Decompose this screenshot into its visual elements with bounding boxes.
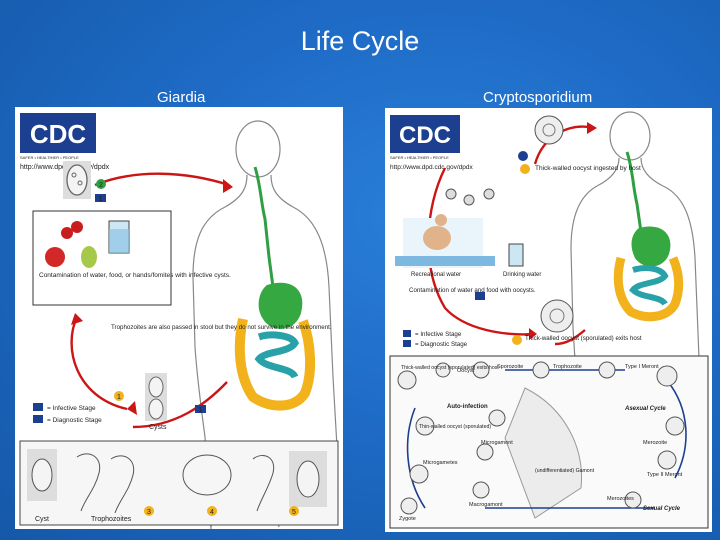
svg-text:4: 4 (210, 509, 214, 516)
stool-cysts-image: Cysts (145, 373, 167, 431)
svg-text:CDC: CDC (399, 122, 451, 149)
cdc-logo: CDC (390, 115, 460, 153)
svg-text:Recreational water: Recreational water (411, 272, 461, 278)
svg-text:Microgamont: Microgamont (481, 440, 513, 446)
trophozoites-note: Trophozoites are also passed in stool bu… (111, 324, 332, 331)
svg-text:5: 5 (292, 509, 296, 516)
digestive-tract (613, 151, 684, 322)
svg-text:Microgametes: Microgametes (423, 460, 458, 466)
trophozoite-strip: 3 4 5 Cyst Trophozoites (19, 440, 339, 526)
svg-text:Oocyst: Oocyst (457, 368, 475, 374)
svg-text:Sexual Cycle: Sexual Cycle (643, 506, 681, 512)
contamination-box: Contamination of water, food, or hands/f… (32, 210, 231, 306)
cyst-image (63, 161, 91, 199)
svg-text:= Diagnostic Stage: = Diagnostic Stage (415, 341, 468, 348)
svg-text:Cyst: Cyst (35, 516, 49, 523)
cdc-tagline: SAFER • HEALTHIER • PEOPLE (20, 155, 79, 160)
svg-text:Auto-infection: Auto-infection (447, 404, 488, 410)
cryptosporidium-heading: Cryptosporidium (483, 89, 593, 106)
svg-text:2: 2 (99, 182, 103, 189)
water-glass-icon (508, 243, 524, 267)
giardia-life-cycle-diagram: CDC SAFER • HEALTHIER • PEOPLE http://ww… (15, 107, 343, 529)
giardia-heading: Giardia (157, 89, 206, 106)
food-icon (45, 221, 97, 268)
svg-text:Thin-walled oocyst (sporulated: Thin-walled oocyst (sporulated) (419, 424, 491, 430)
svg-text:Sporozoite: Sporozoite (497, 364, 523, 370)
svg-text:Zygote: Zygote (399, 516, 416, 522)
svg-text:Cysts: Cysts (149, 424, 167, 431)
svg-text:Merozoites: Merozoites (607, 496, 634, 502)
svg-text:1: 1 (99, 196, 103, 203)
ingested-label: Thick-walled oocyst ingested by host (535, 165, 641, 172)
cryptosporidium-life-cycle-diagram: CDC SAFER • HEALTHIER • PEOPLE http://ww… (385, 108, 712, 532)
stage-legend: = Infective Stage = Diagnostic Stage (33, 403, 102, 424)
svg-text:Type I Meront: Type I Meront (625, 364, 659, 370)
crypto-contamination-text: Contamination of water and food with ooc… (409, 287, 536, 294)
digestive-tract (234, 166, 316, 411)
svg-text:= Infective Stage: = Infective Stage (47, 405, 96, 412)
svg-text:Thick-walled oocyst (sporulate: Thick-walled oocyst (sporulated) exits h… (401, 365, 499, 371)
svg-text:Type II Meront: Type II Meront (647, 472, 683, 478)
contamination-text: Contamination of water, food, or hands/f… (39, 272, 231, 279)
stage-marker: 2 1 1 1 (95, 179, 206, 414)
slide-title: Life Cycle (300, 26, 420, 56)
stage-legend: = Infective Stage = Diagnostic Stage (403, 330, 468, 348)
svg-text:1: 1 (117, 394, 121, 401)
svg-text:Trophozoite: Trophozoite (553, 364, 582, 370)
svg-text:(undifferentiated) Gamont: (undifferentiated) Gamont (535, 468, 595, 474)
svg-text:Asexual Cycle: Asexual Cycle (624, 406, 666, 412)
svg-text:http://www.dpd.cdc.gov/dpdx: http://www.dpd.cdc.gov/dpdx (390, 164, 473, 171)
cdc-logo: CDC (20, 113, 96, 153)
svg-text:3: 3 (147, 509, 151, 516)
svg-text:= Diagnostic Stage: = Diagnostic Stage (47, 417, 102, 424)
oocyst-cluster (445, 188, 495, 206)
oocyst-image (534, 115, 574, 333)
cycle-arrows (70, 172, 230, 429)
svg-text:Merozoite: Merozoite (643, 440, 667, 446)
swimmer-image (395, 214, 495, 268)
svg-text:Trophozoites: Trophozoites (91, 516, 132, 523)
svg-text:SAFER • HEALTHIER • PEOPLE: SAFER • HEALTHIER • PEOPLE (390, 155, 449, 160)
exits-host-label: Thick-walled oocyst (sporulated) exits h… (525, 335, 642, 342)
water-glass-icon (108, 220, 130, 254)
cdc-logo-text: CDC (30, 119, 87, 149)
svg-text:Macrogamont: Macrogamont (469, 502, 503, 508)
svg-text:1: 1 (199, 407, 203, 414)
svg-text:Drinking water: Drinking water (503, 272, 541, 278)
svg-text:= Infective Stage: = Infective Stage (415, 331, 462, 338)
cryptosporidium-detail-inset: Thick-walled oocyst (sporulated) exits h… (389, 355, 709, 529)
